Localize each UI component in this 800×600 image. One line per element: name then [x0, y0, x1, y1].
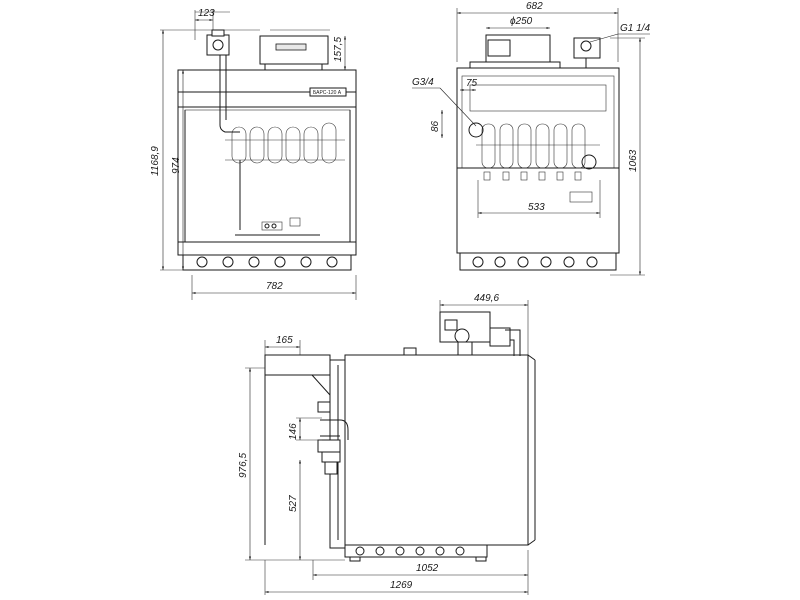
front-base-feet: [196, 256, 338, 268]
front-nameplate-text: БАРС-120 А: [313, 90, 342, 96]
side-boiler-body: [344, 354, 529, 546]
front-burner-tubes: [225, 122, 345, 164]
dim-back-gas-thread: G1 1/4: [620, 23, 650, 34]
dim-back-offset-86: 86: [430, 120, 441, 132]
back-burner-tubes: [476, 123, 600, 169]
dim-side-height: 976,5: [238, 453, 249, 478]
dim-side-pipe-gap: 146: [288, 423, 299, 440]
dim-front-overall-height: 1168,9: [150, 146, 161, 176]
dim-side-depth: 1052: [416, 563, 439, 574]
dim-front-width: 782: [266, 281, 283, 292]
back-view: 682 ϕ250 G1 1/4 G3/4 75 86 1063 533: [412, 1, 650, 276]
side-base-feet: [355, 546, 465, 556]
back-gas-valve: [573, 37, 601, 59]
back-water-outlet: [468, 122, 484, 138]
dim-front-top-box: 157,5: [333, 37, 344, 62]
front-gas-valve: [206, 34, 230, 56]
front-boiler-body: [177, 69, 357, 256]
dim-front-body-height: 974: [171, 157, 182, 174]
dim-front-pipe-offset: 123: [198, 8, 215, 19]
side-flue-box: [264, 354, 331, 376]
back-base-feet: [472, 256, 598, 268]
dim-back-span: 533: [528, 202, 545, 213]
side-view: 449,6 165 146 527 976,5 1052 1269: [238, 293, 536, 595]
back-burner-nozzles: [483, 171, 582, 181]
front-view: БАРС-120 А 123 157,5 1168,9 974 782: [150, 8, 357, 300]
dim-side-pipe-height: 527: [288, 495, 299, 512]
front-display: [275, 43, 307, 51]
dim-side-flue-depth: 165: [276, 335, 293, 346]
back-boiler-body: [456, 67, 620, 254]
dim-back-width: 682: [526, 1, 543, 12]
dim-back-water-thread: G3/4: [412, 77, 434, 88]
dim-back-height: 1063: [628, 149, 639, 172]
dim-side-top-depth: 449,6: [474, 293, 499, 304]
front-nameplate: [309, 87, 347, 97]
back-water-inlet: [581, 154, 597, 170]
dim-back-flue-diameter: ϕ250: [510, 16, 533, 27]
dim-back-offset-75: 75: [466, 78, 478, 89]
dim-side-overall-depth: 1269: [390, 580, 413, 591]
